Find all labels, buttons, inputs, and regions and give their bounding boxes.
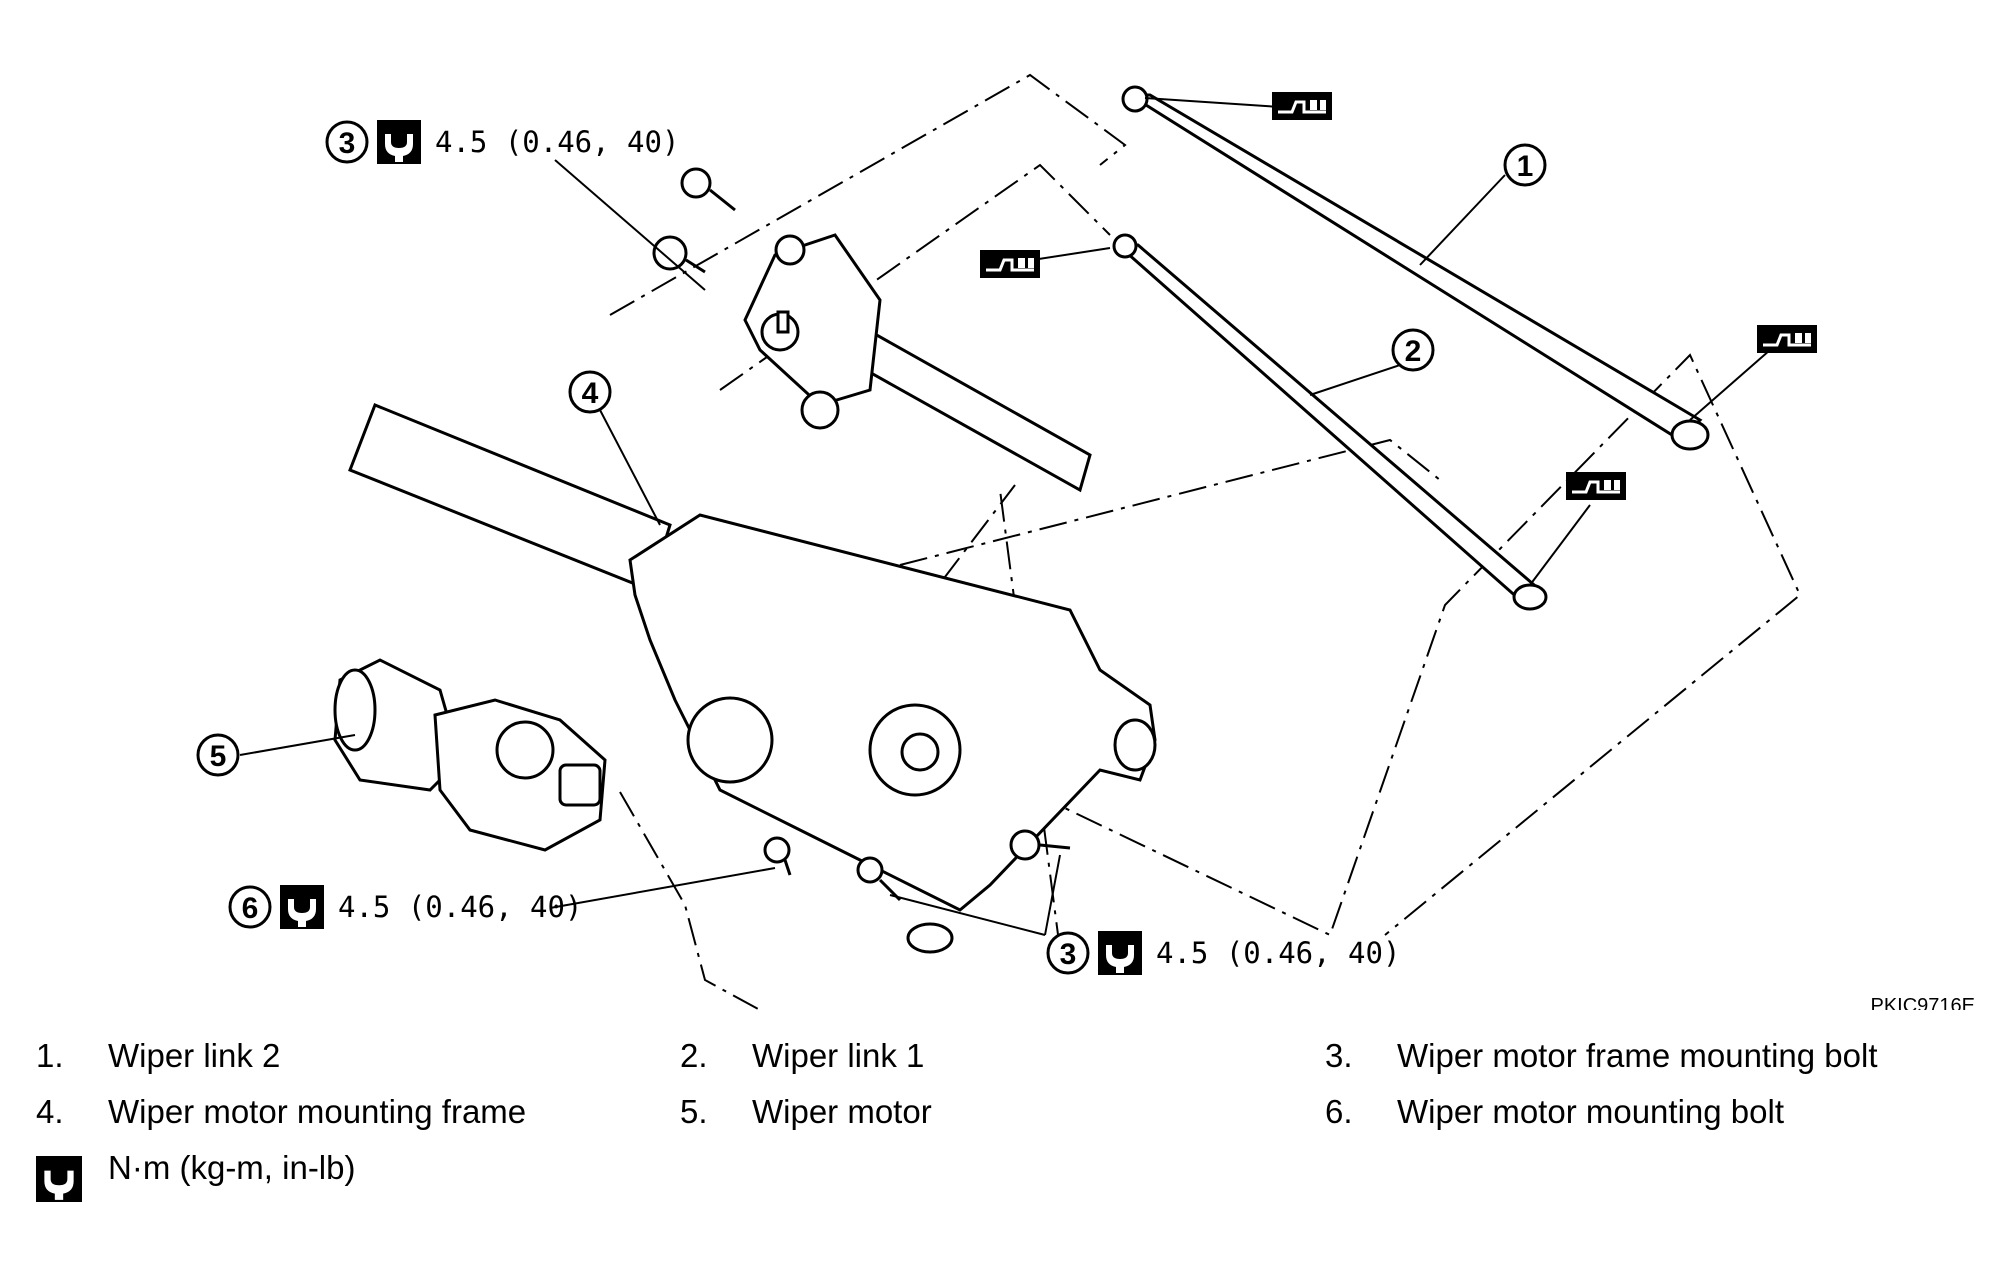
- torque-wrench-icon: [1098, 931, 1142, 975]
- callout-1: 1: [1503, 143, 1547, 187]
- wiper-pivot-upper-part: [743, 233, 1092, 493]
- legend-label: Wiper link 2: [108, 1037, 281, 1074]
- callout-5-number: 5: [210, 740, 227, 773]
- wiper-link-2-part: [1121, 85, 1710, 451]
- legend-label: Wiper motor: [752, 1093, 932, 1130]
- callout-5: 5: [196, 733, 240, 777]
- callout-3-number: 3: [339, 127, 356, 160]
- torque-callout-bottom: 3 4.5 (0.46, 40): [1046, 931, 1400, 975]
- legend-label: Wiper motor frame mounting bolt: [1397, 1037, 1878, 1074]
- callout-6-number: 6: [242, 892, 259, 925]
- torque-value-top: 4.5 (0.46, 40): [435, 125, 679, 159]
- leader-lines: [239, 97, 1771, 936]
- torque-wrench-icon: [377, 120, 421, 164]
- torque-callout-top: 3 4.5 (0.46, 40): [325, 120, 679, 164]
- callout-1-number: 1: [1517, 150, 1534, 183]
- legend-number: 5.: [680, 1093, 708, 1130]
- grease-apply-icon: [1755, 323, 1819, 355]
- grease-apply-icon: [978, 248, 1042, 280]
- wiper-motor-mounting-frame-part: [348, 403, 1157, 912]
- figure-code: PKIC9716E: [1870, 995, 1975, 1010]
- legend-number: 2.: [680, 1037, 708, 1074]
- wiper-motor-part: [333, 658, 607, 852]
- grease-apply-icon: [1270, 90, 1334, 122]
- torque-wrench-icon: [36, 1156, 82, 1202]
- callout-2-number: 2: [1405, 335, 1422, 368]
- legend-number: 6.: [1325, 1093, 1353, 1130]
- torque-value-left: 4.5 (0.46, 40): [338, 890, 582, 924]
- callout-3-number: 3: [1060, 938, 1077, 971]
- torque-wrench-icon: [280, 885, 324, 929]
- torque-unit-label: N·m (kg-m, in-lb): [108, 1149, 356, 1186]
- callout-4-number: 4: [582, 377, 599, 410]
- callout-2: 2: [1391, 328, 1435, 372]
- torque-callout-left: 6 4.5 (0.46, 40): [228, 885, 582, 929]
- wiper-assembly-diagram: 1 2 4 5 3 4.5 (0.46, 40) 6 4.5 (0.46, 40…: [196, 73, 1975, 1010]
- torque-value-bottom: 4.5 (0.46, 40): [1156, 936, 1400, 970]
- callout-4: 4: [568, 370, 612, 414]
- legend-label: Wiper motor mounting frame: [108, 1093, 527, 1130]
- legend-label: Wiper link 1: [752, 1037, 925, 1074]
- torque-unit-legend: N·m (kg-m, in-lb): [36, 1148, 636, 1202]
- legend-number: 4.: [36, 1093, 64, 1130]
- parts-legend: 1. Wiper link 2 2. Wiper link 1 3. Wiper…: [0, 1020, 1996, 1250]
- legend-number: 1.: [36, 1037, 64, 1074]
- grease-apply-icon: [1564, 470, 1628, 502]
- legend-number: 3.: [1325, 1037, 1353, 1074]
- legend-label: Wiper motor mounting bolt: [1397, 1093, 1784, 1130]
- bolts-part: [652, 167, 1071, 954]
